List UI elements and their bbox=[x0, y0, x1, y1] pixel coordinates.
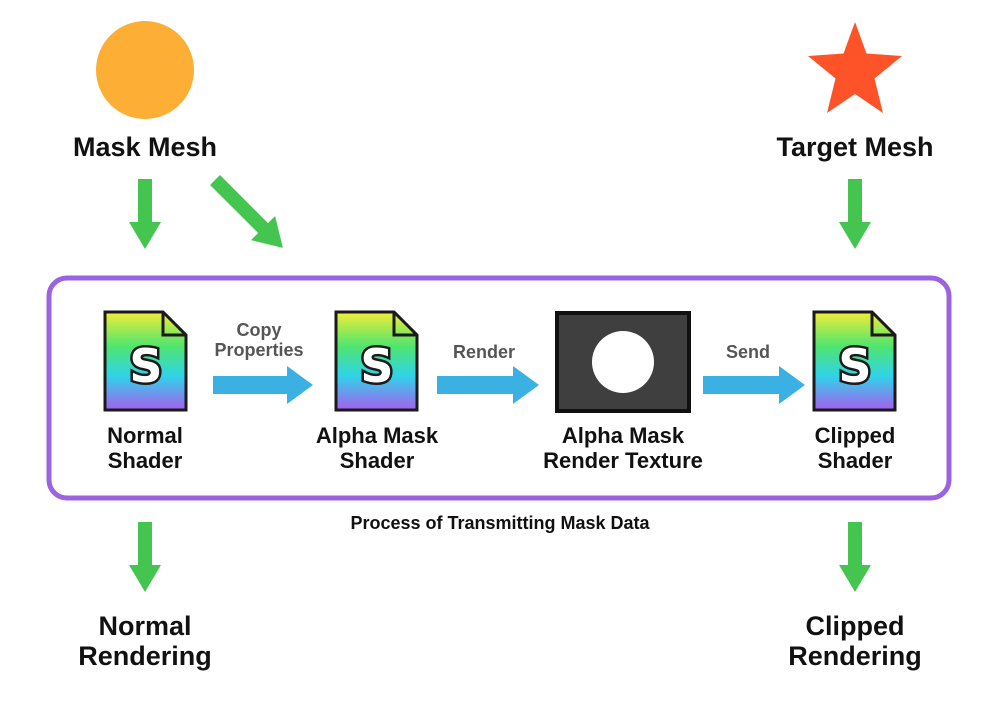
send-label: Send bbox=[725, 342, 770, 362]
normal-shader-label: Normal Shader bbox=[107, 423, 183, 473]
shader-file-icon: S bbox=[103, 310, 188, 412]
arrow-down-target-mesh bbox=[839, 179, 871, 249]
red-star-icon bbox=[808, 22, 902, 113]
arrow-diagonal-mask-mesh bbox=[210, 175, 283, 248]
copy-properties-label: Copy Properties bbox=[214, 320, 304, 361]
clipped-rendering-label: Clipped Rendering bbox=[788, 611, 922, 672]
shader-file-icon: S bbox=[812, 310, 897, 412]
normal-rendering-label: Normal Rendering bbox=[78, 611, 212, 672]
mask-mesh-label: Mask Mesh bbox=[72, 132, 218, 162]
shader-file-icon: S bbox=[334, 310, 419, 412]
arrow-send bbox=[703, 366, 805, 404]
clipped-shader-label: Clipped Shader bbox=[814, 423, 896, 473]
arrow-down-clipped-rendering bbox=[839, 522, 871, 592]
arrow-down-mask-mesh bbox=[129, 179, 161, 249]
render-label: Render bbox=[452, 342, 515, 362]
shader-glyph: S bbox=[838, 339, 871, 393]
target-mesh-label: Target Mesh bbox=[776, 132, 934, 162]
shader-glyph: S bbox=[360, 339, 393, 393]
orange-circle-icon bbox=[96, 21, 194, 119]
alpha-mask-shader-label: Alpha Mask Shader bbox=[315, 423, 439, 473]
alpha-mask-render-texture-label: Alpha Mask Render Texture bbox=[543, 423, 703, 473]
shader-glyph: S bbox=[129, 339, 162, 393]
arrow-render bbox=[437, 366, 539, 404]
process-caption: Process of Transmitting Mask Data bbox=[350, 513, 650, 533]
arrow-down-normal-rendering bbox=[129, 522, 161, 592]
render-texture-icon bbox=[555, 311, 691, 413]
arrow-copy-properties bbox=[213, 366, 313, 404]
process-frame bbox=[46, 275, 952, 501]
